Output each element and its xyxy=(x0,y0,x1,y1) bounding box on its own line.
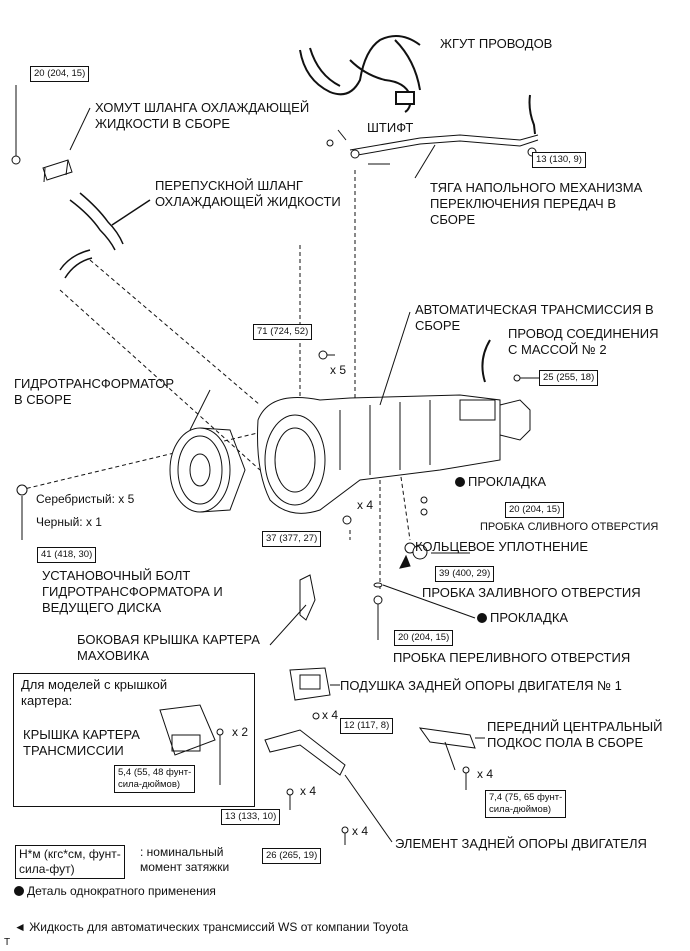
qty-x5: x 5 xyxy=(330,363,347,377)
label-pin: ШТИФТ xyxy=(367,120,414,135)
footer-mark: T xyxy=(4,937,11,948)
hose-clamp-part xyxy=(11,85,91,183)
qty-x4-a: x 4 xyxy=(357,498,374,512)
label-rear-mount: ПОДУШКА ЗАДНЕЙ ОПОРЫ ДВИГАТЕЛЯ № 1 xyxy=(340,678,622,693)
legend-torque-desc: : номинальный момент затяжки xyxy=(140,845,230,874)
wire-harness-part xyxy=(299,35,421,113)
label-side-cover: БОКОВАЯ КРЫШКА КАРТЕРА МАХОВИКА xyxy=(77,632,260,663)
qty-x4-d: x 4 xyxy=(300,784,317,798)
fasteners xyxy=(16,350,476,640)
alignment-lines xyxy=(19,170,411,590)
transmission-part xyxy=(257,311,531,514)
qty-x4-b: x 4 xyxy=(322,708,339,722)
label-fill-plug: ПРОБКА ЗАЛИВНОГО ОТВЕРСТИЯ xyxy=(422,585,641,600)
torque-shift-rod: 13 (130, 9) xyxy=(532,152,586,168)
inset-box xyxy=(13,673,255,807)
torque-cover: 5,4 (55, 48 фунт- сила-дюймов) xyxy=(114,765,196,793)
label-shift-rod: ТЯГА НАПОЛЬНОГО МЕХАНИЗМА ПЕРЕКЛЮЧЕНИЯ П… xyxy=(430,180,643,227)
qty-x4-c: x 4 xyxy=(477,767,494,781)
fluid-arrow-icon: ◄ xyxy=(14,920,30,934)
label-drain-plug: ПРОБКА СЛИВНОГО ОТВЕРСТИЯ xyxy=(480,521,659,533)
side-cover-part xyxy=(269,574,316,646)
label-bypass-hose: ПЕРЕПУСКНОЙ ШЛАНГ ОХЛАЖДАЮЩЕЙ ЖИДКОСТИ xyxy=(155,178,341,209)
label-gasket-1: ПРОКЛАДКА xyxy=(455,474,546,490)
torque-mount: 12 (117, 8) xyxy=(340,718,394,734)
torque-set-bolt: 41 (418, 30) xyxy=(37,547,97,563)
rear-member-part xyxy=(264,729,393,845)
torque-13: 13 (133, 10) xyxy=(221,809,281,825)
label-front-brace: ПЕРЕДНИЙ ЦЕНТРАЛЬНЫЙ ПОДКОС ПОЛА В СБОРЕ xyxy=(487,719,663,750)
label-auto-trans: АВТОМАТИЧЕСКАЯ ТРАНСМИССИЯ В СБОРЕ xyxy=(415,302,654,333)
legend-single-use: Деталь однократного применения xyxy=(14,883,216,899)
label-silver: Серебристый: x 5 xyxy=(36,492,135,506)
front-brace-part xyxy=(418,727,485,790)
label-torque-converter: ГИДРОТРАНСФОРМАТОР В СБОРЕ xyxy=(14,376,175,407)
shift-rod-part xyxy=(326,94,539,179)
single-use-icon xyxy=(14,886,24,896)
label-rear-member: ЭЛЕМЕНТ ЗАДНЕЙ ОПОРЫ ДВИГАТЕЛЯ xyxy=(395,836,647,851)
rear-mount-part xyxy=(289,667,340,720)
label-ground-wire: ПРОВОД СОЕДИНЕНИЯ С МАССОЙ № 2 xyxy=(508,326,659,357)
torque-26: 26 (265, 19) xyxy=(262,848,322,864)
torque-ground: 25 (255, 18) xyxy=(539,370,599,386)
label-overflow-plug: ПРОБКА ПЕРЕЛИВНОГО ОТВЕРСТИЯ xyxy=(393,650,631,665)
legend-torque-unit: Н*м (кгс*см, фунт- сила-фут) xyxy=(15,845,125,879)
torque-fill: 39 (400, 29) xyxy=(435,566,495,582)
torque-converter-part xyxy=(169,389,246,513)
bypass-hose-part xyxy=(59,192,151,279)
torque-37: 37 (377, 27) xyxy=(262,531,322,547)
torque-drain: 20 (204, 15) xyxy=(505,502,565,518)
legend-fluid: ◄ Жидкость для автоматических трансмисси… xyxy=(14,920,409,934)
qty-x2: x 2 xyxy=(232,725,249,739)
qty-x4-e: x 4 xyxy=(352,824,369,838)
torque-71: 71 (724, 52) xyxy=(253,324,313,340)
label-set-bolt: УСТАНОВОЧНЫЙ БОЛТ ГИДРОТРАНСФОРМАТОРА И … xyxy=(42,568,223,615)
single-use-icon xyxy=(477,613,487,623)
torque-overflow: 20 (204, 15) xyxy=(394,630,454,646)
label-black: Черный: x 1 xyxy=(36,515,102,529)
trans-cover-part xyxy=(159,704,224,785)
label-o-ring: КОЛЬЦЕВОЕ УПЛОТНЕНИЕ xyxy=(415,539,589,554)
single-use-icon xyxy=(455,477,465,487)
label-gasket-2: ПРОКЛАДКА xyxy=(477,610,568,626)
torque-brace: 7,4 (75, 65 фунт- сила-дюймов) xyxy=(485,790,567,818)
ground-wire-part xyxy=(481,339,540,383)
label-trans-cover: КРЫШКА КАРТЕРА ТРАНСМИССИИ xyxy=(23,727,140,758)
torque-clamp: 20 (204, 15) xyxy=(30,66,90,82)
label-hose-clamp: ХОМУТ ШЛАНГА ОХЛАЖДАЮЩЕЙ ЖИДКОСТИ В СБОР… xyxy=(95,100,310,131)
label-wire-harness: ЖГУТ ПРОВОДОВ xyxy=(440,36,553,51)
label-models-with-cover: Для моделей с крышкой картера: xyxy=(21,677,168,708)
